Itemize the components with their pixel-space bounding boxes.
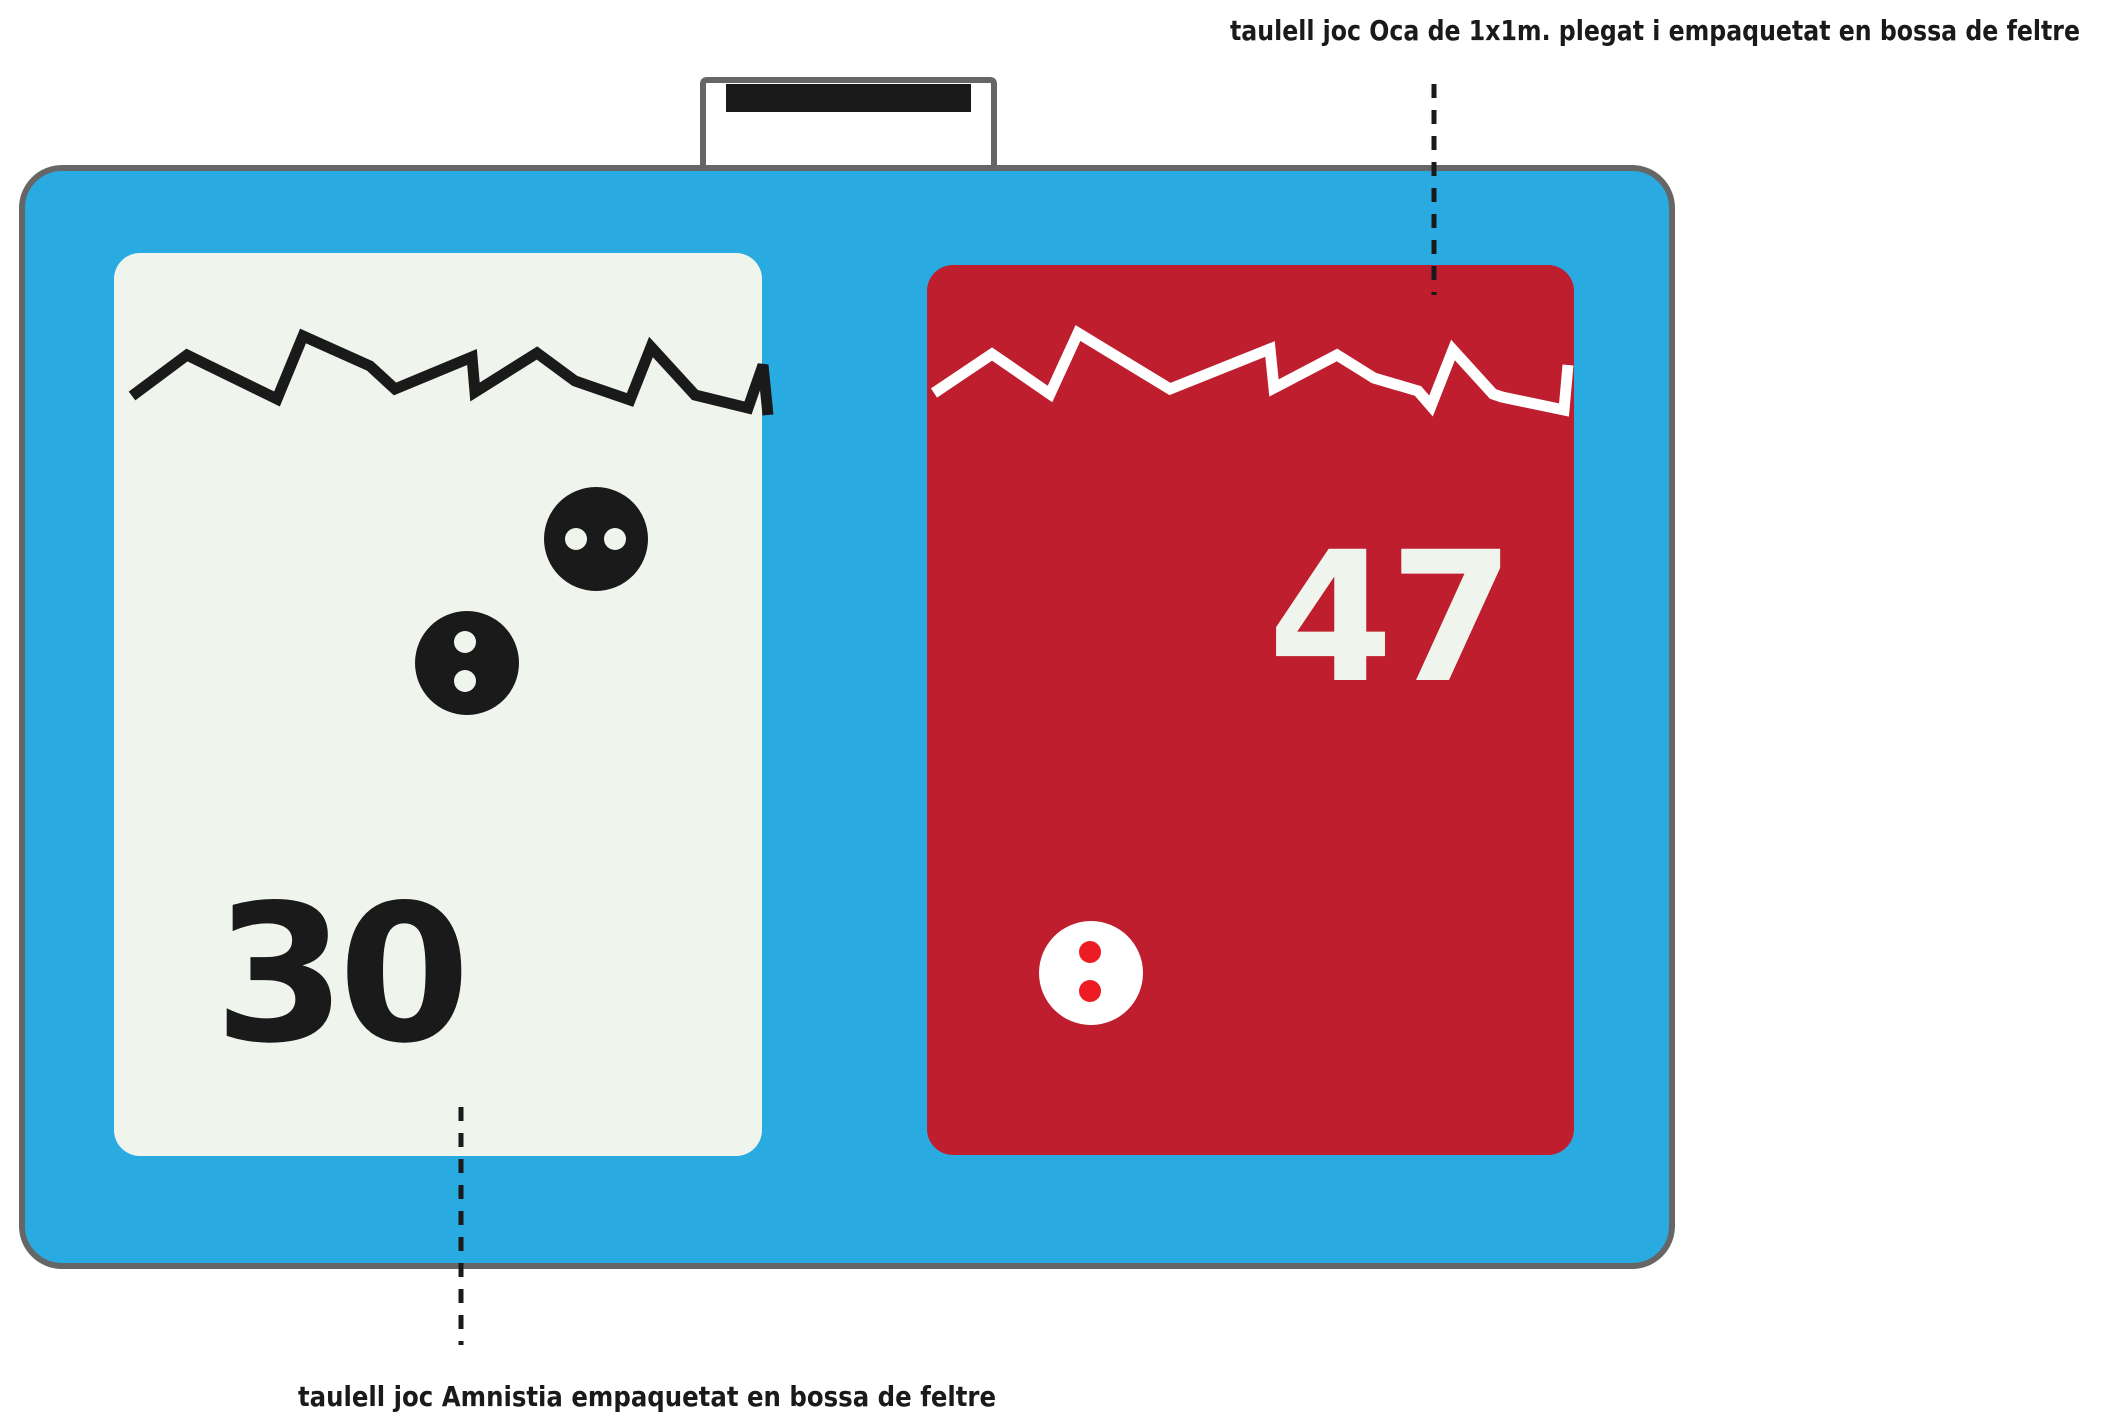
left-board-number: 30 xyxy=(214,864,462,1085)
left-die-vertical-icon xyxy=(415,611,519,715)
callout-amnistia-text: taulell joc Amnistia empaquetat en bossa… xyxy=(298,1380,996,1413)
left-die-horizontal-icon xyxy=(544,487,648,591)
callout-oca-board: taulell joc Oca de 1x1m. plegat i empaqu… xyxy=(1230,14,2080,295)
right-game-board: 47 xyxy=(927,265,1574,1155)
right-board-zigzag xyxy=(930,325,1574,417)
right-board-number: 47 xyxy=(1268,514,1511,723)
case-handle xyxy=(700,77,997,165)
callout-oca-text: taulell joc Oca de 1x1m. plegat i empaqu… xyxy=(1230,14,2080,47)
left-game-board: 30 xyxy=(114,253,774,1156)
callout-amnistia-board: taulell joc Amnistia empaquetat en bossa… xyxy=(298,1107,996,1413)
right-die-icon xyxy=(1039,921,1143,1025)
left-board-zigzag xyxy=(128,328,774,416)
